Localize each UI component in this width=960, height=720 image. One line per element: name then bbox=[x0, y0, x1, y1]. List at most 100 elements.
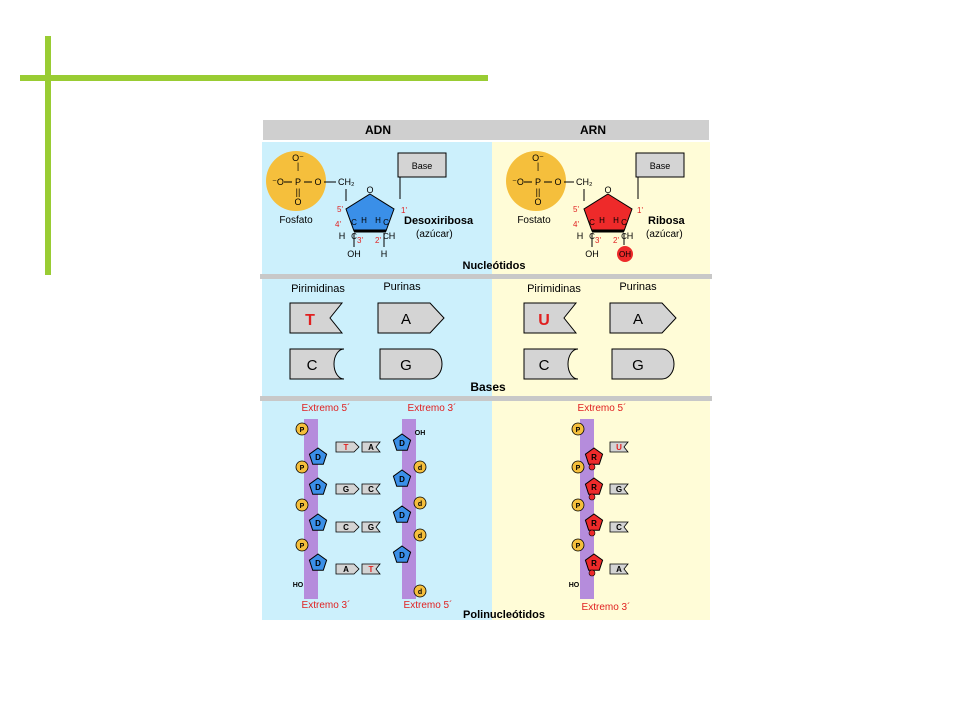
rna-sugar-label-1: R bbox=[591, 453, 597, 462]
dna-right-phosphate-1-circle bbox=[413, 460, 427, 474]
dna-left-phosphate-2-label: P bbox=[300, 465, 305, 472]
label-pyrimidines-rna: Pirimidinas bbox=[527, 283, 581, 295]
rna-phosphate-3-circle bbox=[571, 498, 585, 512]
phosphate-o-top: O⁻ bbox=[532, 153, 544, 163]
base-shape-t bbox=[289, 302, 344, 334]
ch2: CH₂ bbox=[576, 177, 593, 187]
rna-sugar-oh-3 bbox=[588, 529, 596, 537]
dna-left-sugar-label-3: D bbox=[315, 519, 321, 528]
rna-sugar-3 bbox=[584, 513, 604, 531]
phosphate-o-bottom: O bbox=[294, 197, 301, 207]
atom-c4: C bbox=[589, 218, 595, 227]
dna-right-phosphate-3-circle bbox=[413, 528, 427, 542]
label-purines-dna: Purinas bbox=[383, 281, 421, 293]
rna-sugar-label-2: R bbox=[591, 483, 597, 492]
phosphate-label: Fostato bbox=[517, 215, 551, 226]
dna-pair-2-right-shape bbox=[361, 483, 381, 495]
dna-right-phosphate-3-label: d bbox=[418, 533, 422, 540]
phosphate-o-left: ⁻O bbox=[272, 177, 284, 187]
atom-c2-h-right: H bbox=[627, 231, 634, 241]
dna-pair-4-right-shape bbox=[361, 563, 381, 575]
rna-sugar-oh-1 bbox=[588, 463, 596, 471]
base-shape-a-rna bbox=[609, 302, 677, 334]
phosphate-p: P bbox=[535, 177, 541, 187]
rna-base-4-letter: A bbox=[616, 565, 622, 574]
atom-c4-h: H bbox=[339, 231, 346, 241]
atom-c2: C bbox=[383, 232, 389, 241]
rna-top-label: Extremo 5´ bbox=[578, 402, 627, 414]
carbon-1: 1' bbox=[401, 206, 407, 215]
phosphate-bond-top: | bbox=[297, 161, 299, 171]
dna-left-sugar-2 bbox=[308, 477, 328, 495]
phosphate-bond-bottom: || bbox=[536, 187, 541, 197]
atom-c1: C bbox=[621, 218, 627, 227]
rna-phosphate-1-label: P bbox=[576, 427, 581, 434]
carbon-5: 5' bbox=[337, 205, 343, 214]
dna-left-sugar-4 bbox=[308, 553, 328, 571]
rna-base-1-letter: U bbox=[616, 443, 622, 452]
dna-right-phosphate-2-circle bbox=[413, 496, 427, 510]
rna-phosphate-4-label: P bbox=[576, 543, 581, 550]
dna-left-phosphate-1-label: P bbox=[300, 427, 305, 434]
base-shape-c-rna bbox=[523, 348, 579, 380]
base-box bbox=[635, 152, 685, 178]
accent-line-horizontal bbox=[20, 75, 488, 81]
sugar-sub: (azúcar) bbox=[416, 229, 453, 240]
dna-right-phosphate-1-label: d bbox=[418, 465, 422, 472]
dna-left-sugar-1 bbox=[308, 447, 328, 465]
base-letter-a-rna: A bbox=[633, 311, 643, 328]
dna-right-sugar-label-4: D bbox=[399, 551, 405, 560]
dna-pair-4-left-letter: A bbox=[343, 565, 349, 574]
ring-oxygen: O bbox=[366, 185, 373, 195]
label-purines-rna: Purinas bbox=[619, 281, 657, 293]
base-shape-u bbox=[523, 302, 578, 334]
dna-bottom-right-label: Extremo 5´ bbox=[404, 599, 453, 611]
dna-pair-1-right-shape bbox=[361, 441, 381, 453]
rna-phosphate-2-label: P bbox=[576, 465, 581, 472]
dna-top-right-label: Extremo 3´ bbox=[408, 402, 457, 414]
nucleic-acid-diagram: ADN ARN O⁻ | ⁻O P O || O CH₂ Fosfato O 5… bbox=[260, 117, 712, 622]
phosphate-circle bbox=[266, 151, 326, 211]
base-letter-g-rna: G bbox=[632, 357, 644, 374]
accent-line-vertical bbox=[45, 36, 51, 275]
atom-c1-h-inner: H bbox=[375, 216, 381, 225]
phosphate-o-right: O bbox=[554, 177, 561, 187]
base-shape-g-rna bbox=[611, 348, 675, 380]
atom-c3-oh: OH bbox=[585, 249, 599, 259]
dna-left-sugar-3 bbox=[308, 513, 328, 531]
dna-right-sugar-label-2: D bbox=[399, 475, 405, 484]
dna-bottom-left-label: Extremo 3´ bbox=[302, 599, 351, 611]
dna-pair-2-left-letter: G bbox=[343, 485, 349, 494]
rna-sugar-oh-2 bbox=[588, 493, 596, 501]
base-label: Base bbox=[650, 161, 671, 171]
sugar-sub: (azúcar) bbox=[646, 229, 683, 240]
rna-sugar-1 bbox=[584, 447, 604, 465]
atom-c1-h-inner: H bbox=[613, 216, 619, 225]
base-letter-a-dna: A bbox=[401, 311, 411, 328]
sugar-label: Ribosa bbox=[648, 215, 686, 227]
atom-c3-oh: OH bbox=[347, 249, 361, 259]
dna-left-phosphate-4-label: P bbox=[300, 543, 305, 550]
base-shape-a-dna bbox=[377, 302, 445, 334]
rna-sugar-4 bbox=[584, 553, 604, 571]
dna-pair-4-right-letter: T bbox=[369, 565, 374, 574]
carbon-3: 3' bbox=[357, 236, 363, 245]
carbon-2: 2' bbox=[613, 236, 619, 245]
phosphate-o-top: O⁻ bbox=[292, 153, 304, 163]
sugar-label: Desoxiribosa bbox=[404, 215, 474, 227]
ring-oxygen: O bbox=[604, 185, 611, 195]
dna-right-sugar-4 bbox=[392, 545, 412, 563]
base-letter-t: T bbox=[305, 312, 315, 329]
base-letter-c-dna: C bbox=[307, 357, 318, 374]
dna-pair-1-left-letter: T bbox=[344, 443, 349, 452]
dna-pair-3-left-shape bbox=[335, 521, 360, 533]
dna-left-phosphate-1-circle bbox=[295, 422, 309, 436]
dna-nucleotide: O⁻ | ⁻O P O || O CH₂ Fosfato O 5' 4' H C… bbox=[266, 151, 474, 259]
carbon-5: 5' bbox=[573, 205, 579, 214]
base-letter-u: U bbox=[538, 312, 550, 329]
dna-left-ho: HO bbox=[293, 582, 304, 589]
label-pyrimidines-dna: Pirimidinas bbox=[291, 283, 345, 295]
atom-c4-h: H bbox=[577, 231, 584, 241]
separator-2 bbox=[260, 396, 712, 401]
